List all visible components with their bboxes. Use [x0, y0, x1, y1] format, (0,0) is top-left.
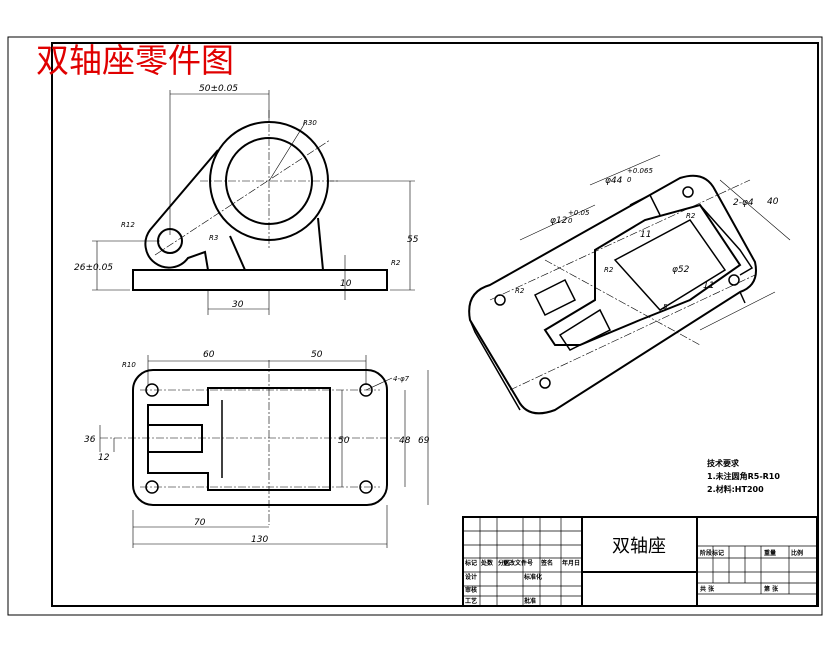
iso-plate-outline [468, 174, 757, 415]
iso-centerline-a [489, 179, 751, 301]
tb-cell-9: 工艺 [465, 597, 477, 605]
dim-50v: 50 [338, 436, 350, 446]
iso-dim-holes: 2-φ4 [733, 198, 754, 208]
iso-dim-r2b: R2 [604, 266, 614, 274]
tb-cell-2: 分区 [498, 559, 510, 567]
tb-cell-3: 更改文件号 [503, 559, 533, 567]
iso-dim-11a: 11 [640, 230, 651, 240]
dim-48: 48 [399, 436, 411, 446]
iso-dimline-12 [519, 204, 596, 241]
front-base-plate [132, 269, 388, 291]
dim-50: 50 [311, 350, 323, 360]
dim-70: 70 [194, 518, 206, 528]
inner-frame [51, 42, 819, 607]
iso-hole-4 [728, 274, 740, 286]
notes-line-1: 1.未注圆角R5-R10 [707, 471, 780, 481]
iso-dim-44: φ44 [605, 176, 623, 186]
notes-line-2: 2.材料:HT200 [707, 484, 764, 494]
tb-cell-8: 审核 [465, 586, 477, 594]
iso-dim-r2a: R2 [515, 287, 525, 295]
tb-cell-10: 批准 [524, 597, 536, 605]
iso-boss-inner [613, 219, 727, 311]
dim-r12: R12 [121, 221, 135, 229]
iso-hole-2 [539, 377, 551, 389]
leader-r30 [268, 122, 306, 182]
top-pocket [147, 387, 331, 491]
iso-slot [533, 278, 612, 351]
iso-hole-3 [682, 186, 694, 198]
dim-holes: 4-φ7 [393, 375, 410, 383]
title-block-frame [462, 516, 818, 607]
dim-130: 130 [251, 535, 268, 545]
front-view [92, 90, 415, 315]
page-title: 双轴座零件图 [36, 41, 234, 80]
iso-dim-12-tol2: 0 [568, 217, 573, 225]
iso-hole-1 [494, 294, 506, 306]
outer-border [7, 36, 823, 616]
top-view [99, 355, 429, 548]
tb-cell-11: 阶段标记 [700, 549, 724, 557]
iso-dim-r2c: R2 [686, 212, 696, 220]
dim-10: 10 [340, 279, 352, 289]
iso-dim-11b: 11 [703, 281, 714, 291]
dim-36: 36 [84, 435, 96, 445]
dim-r2-base: R2 [391, 259, 401, 267]
dim-r30: R30 [303, 119, 317, 127]
tb-cell-12: 重量 [764, 549, 776, 557]
dim-top-width: 50±0.05 [199, 84, 238, 94]
iso-dim-12: φ12 [550, 216, 568, 226]
iso-dim-5: 5 [663, 303, 668, 311]
top-slot [148, 424, 203, 453]
tb-part-name: 双轴座 [612, 536, 666, 557]
dim-30: 30 [232, 300, 244, 310]
title-block [462, 516, 818, 607]
tb-cell-15: 第 张 [763, 585, 779, 593]
iso-dim-12-tol: +0.05 [568, 209, 590, 217]
iso-plate-bottom-edge [469, 291, 746, 411]
iso-centerline-c [544, 259, 701, 346]
tb-cell-0: 标记 [464, 559, 477, 567]
dim-55: 55 [407, 235, 419, 245]
iso-dimline-11 [699, 291, 776, 331]
dim-r10: R10 [122, 361, 136, 369]
iso-dim-44-tol2: 0 [627, 176, 632, 184]
leader-holes [365, 377, 393, 391]
dim-12: 12 [98, 453, 110, 463]
top-plate [132, 369, 388, 506]
front-web [144, 149, 324, 271]
tb-cell-4: 签名 [540, 559, 553, 567]
dim-60: 60 [203, 350, 215, 360]
iso-step [629, 193, 754, 276]
front-centerline-diag [154, 139, 331, 256]
iso-centerline-b [509, 274, 756, 391]
iso-dim-52: φ52 [672, 265, 690, 275]
tb-cell-6: 设计 [465, 573, 477, 581]
tb-cell-1: 处数 [480, 559, 494, 567]
iso-boss-body [543, 203, 742, 346]
iso-dim-44-tol: +0.065 [627, 167, 653, 175]
tb-cell-14: 共 张 [700, 585, 715, 593]
iso-view [468, 154, 791, 415]
tb-cell-7: 标准化 [523, 573, 542, 581]
notes-heading: 技术要求 [707, 458, 740, 468]
iso-dimline-40 [719, 179, 791, 241]
tb-cell-13: 比例 [791, 549, 803, 557]
dim-r3: R3 [209, 234, 218, 242]
iso-dim-40: 40 [767, 197, 779, 207]
dim-26: 26±0.05 [74, 263, 113, 273]
iso-dimline-44 [589, 154, 661, 186]
tb-cell-5: 年月日 [562, 559, 580, 567]
dim-69: 69 [418, 436, 430, 446]
